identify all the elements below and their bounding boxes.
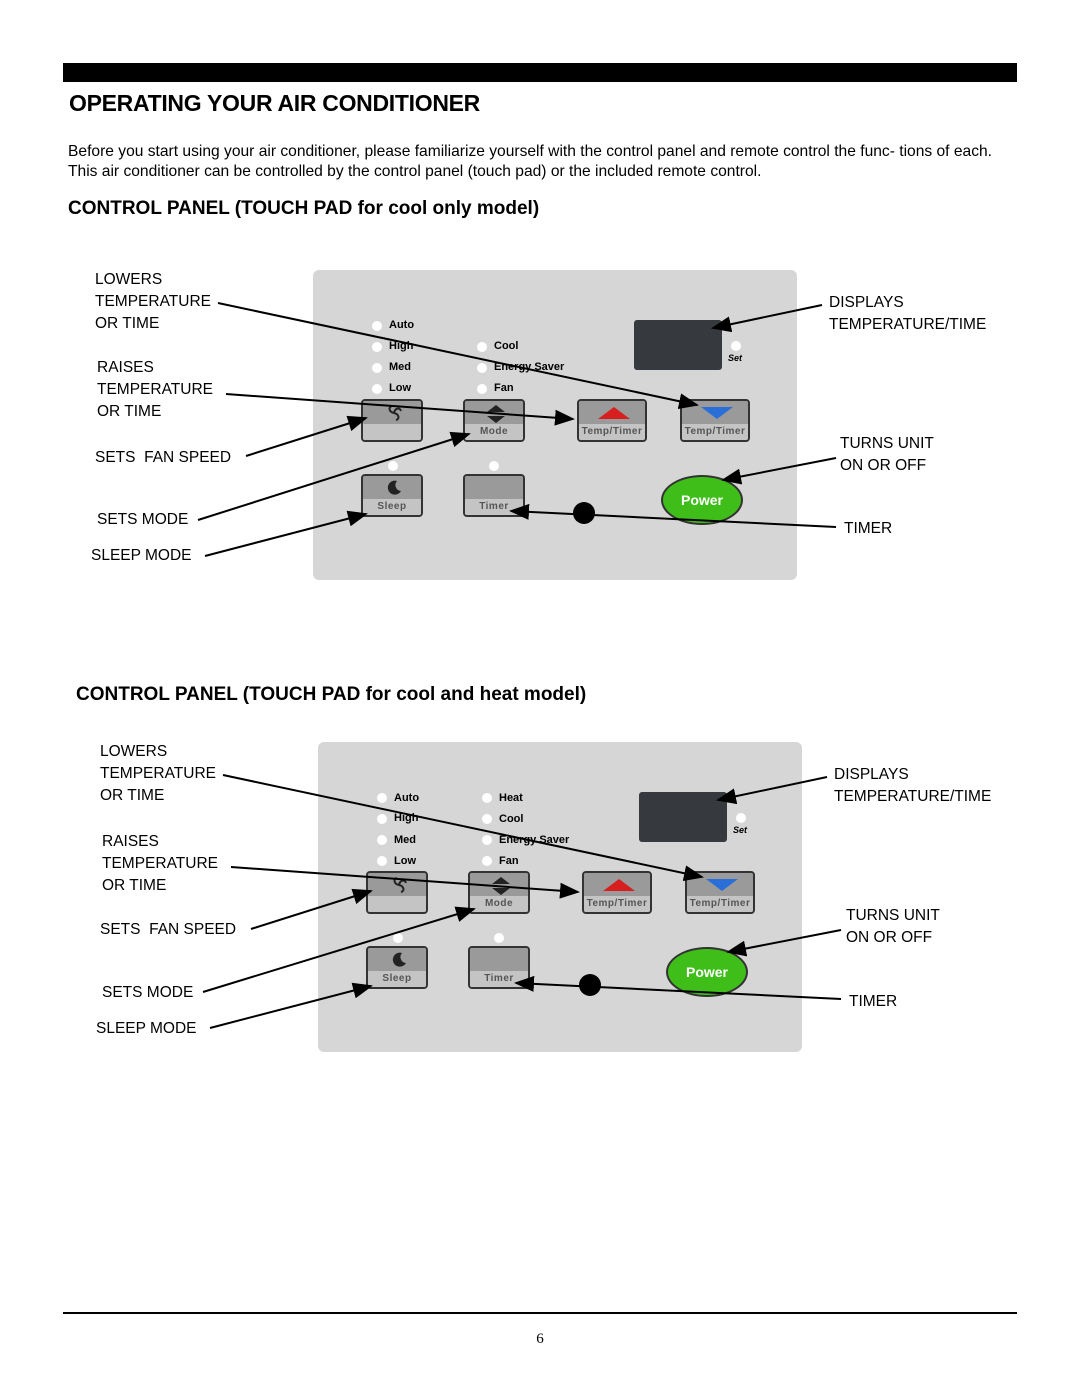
indicator-light <box>482 814 492 824</box>
button-caption: Mode <box>470 896 528 912</box>
indicator-label: Med <box>394 834 416 846</box>
button-caption <box>368 896 426 912</box>
indicator-light <box>372 321 382 331</box>
indicator-light <box>477 342 487 352</box>
callout-raises: RAISES TEMPERATURE OR TIME <box>97 359 213 420</box>
callout-fan-speed: SETS FAN SPEED <box>100 921 237 938</box>
callout-turns-unit: TURNS UNIT ON OR OFF <box>846 907 940 946</box>
callout-mode: SETS MODE <box>97 511 189 528</box>
sleep-button[interactable]: Sleep <box>366 946 428 989</box>
page-number: 6 <box>536 1331 544 1347</box>
indicator-light <box>477 384 487 394</box>
indicator-light <box>377 856 387 866</box>
button-caption: Temp/Timer <box>584 896 650 912</box>
temp-down-button[interactable]: Temp/Timer <box>680 399 750 442</box>
moon-icon <box>392 952 406 967</box>
button-caption: Temp/Timer <box>579 424 645 440</box>
callout-sleep: SLEEP MODE <box>91 547 192 564</box>
down-triangle-icon <box>701 407 733 419</box>
indicator-light <box>372 363 382 373</box>
power-button[interactable]: Power <box>666 947 748 997</box>
section-heading-cool-heat: CONTROL PANEL (TOUCH PAD for cool and he… <box>76 684 587 705</box>
indicator-label: Energy Saver <box>494 361 565 373</box>
callout-turns-unit: TURNS UNIT ON OR OFF <box>840 435 934 474</box>
control-panel-diagram-cool-heat: Auto High Med Low Heat Cool Energy Saver… <box>0 732 1080 1072</box>
indicator-label: Low <box>394 855 416 867</box>
temperature-display <box>634 320 722 370</box>
indicator-light <box>377 793 387 803</box>
set-label: Set <box>733 825 748 835</box>
indicator-light <box>482 856 492 866</box>
mode-button[interactable]: Mode <box>463 399 525 442</box>
footer-rule <box>63 1312 1017 1314</box>
timer-button[interactable]: Timer <box>463 474 525 517</box>
up-down-icon <box>492 877 510 895</box>
temp-down-button[interactable]: Temp/Timer <box>685 871 755 914</box>
callout-lowers: LOWERS TEMPERATURE OR TIME <box>95 271 211 332</box>
callout-arrows <box>197 302 837 557</box>
indicator-label: Med <box>389 361 411 373</box>
temperature-display <box>639 792 727 842</box>
indicator-light <box>482 835 492 845</box>
indicator-label: Cool <box>499 813 524 825</box>
indicator-light <box>477 363 487 373</box>
callout-timer: TIMER <box>849 993 898 1010</box>
intro-paragraph: Before you start using your air conditio… <box>68 143 992 180</box>
indicator-label: Cool <box>494 340 519 352</box>
indicator-label: Fan <box>494 382 514 394</box>
callout-displays: DISPLAYS TEMPERATURE/TIME <box>829 294 987 333</box>
button-caption: Timer <box>465 499 523 515</box>
callout-timer: TIMER <box>844 520 893 537</box>
indicator-light <box>372 342 382 352</box>
set-label: Set <box>728 353 743 363</box>
button-caption: Sleep <box>363 499 421 515</box>
indicator-light <box>377 814 387 824</box>
indicator-light <box>494 933 504 943</box>
button-caption: Timer <box>470 971 528 987</box>
callout-displays: DISPLAYS TEMPERATURE/TIME <box>834 766 992 805</box>
callout-arrows <box>202 774 842 1029</box>
indicator-label: Auto <box>394 792 420 804</box>
page-title: OPERATING YOUR AIR CONDITIONER <box>69 90 480 116</box>
indicator-light <box>393 933 403 943</box>
indicator-light <box>482 793 492 803</box>
receiver-dot <box>579 974 601 996</box>
button-caption: Mode <box>465 424 523 440</box>
up-down-icon <box>487 405 505 423</box>
callout-raises: RAISES TEMPERATURE OR TIME <box>102 833 218 894</box>
callout-sleep: SLEEP MODE <box>96 1020 197 1037</box>
indicator-label: Fan <box>499 855 519 867</box>
indicator-light <box>377 835 387 845</box>
button-caption: Temp/Timer <box>687 896 753 912</box>
indicator-light <box>731 341 741 351</box>
indicator-light <box>372 384 382 394</box>
control-panel-diagram-cool-only: Auto High Med Low Cool Energy Saver Fan … <box>0 260 1080 600</box>
indicator-light <box>736 813 746 823</box>
section-heading-cool-only: CONTROL PANEL (TOUCH PAD for cool only m… <box>68 198 540 219</box>
button-caption: Sleep <box>368 971 426 987</box>
callout-mode: SETS MODE <box>102 984 194 1001</box>
temp-up-button[interactable]: Temp/Timer <box>582 871 652 914</box>
indicator-light <box>388 461 398 471</box>
button-caption: Temp/Timer <box>682 424 748 440</box>
up-triangle-icon <box>603 879 635 891</box>
header-rule <box>63 63 1017 82</box>
indicator-label: Low <box>389 382 411 394</box>
moon-icon <box>387 480 401 495</box>
callout-fan-speed: SETS FAN SPEED <box>95 449 232 466</box>
button-caption <box>363 424 421 440</box>
indicator-label: Heat <box>499 792 523 804</box>
down-triangle-icon <box>706 879 738 891</box>
temp-up-button[interactable]: Temp/Timer <box>577 399 647 442</box>
up-triangle-icon <box>598 407 630 419</box>
indicator-light <box>489 461 499 471</box>
sleep-button[interactable]: Sleep <box>361 474 423 517</box>
callout-lowers: LOWERS TEMPERATURE OR TIME <box>100 743 216 804</box>
indicator-label: Auto <box>389 319 415 331</box>
receiver-dot <box>573 502 595 524</box>
